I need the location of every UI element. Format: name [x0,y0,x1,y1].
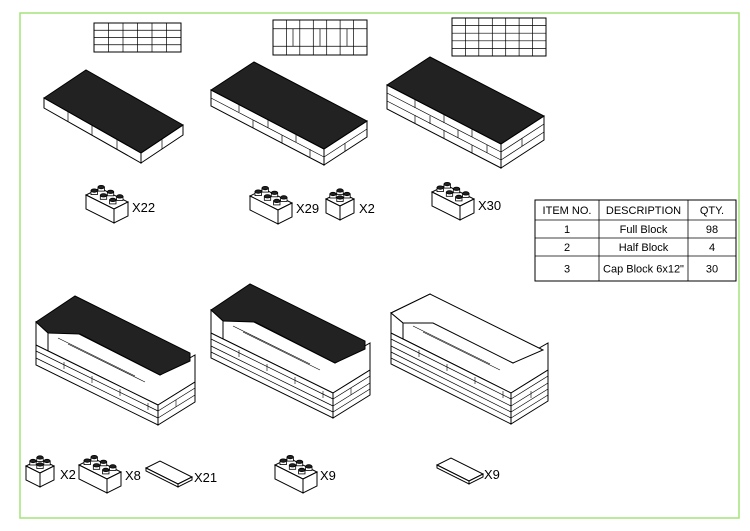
full-block-icon [77,454,123,494]
bom-header-cell: QTY. [700,205,724,217]
bill-of-materials-table: ITEM NO. DESCRIPTION QTY. 1 Full Block 98 2 Hal… [534,199,737,282]
half-block-icon [24,455,56,488]
part-quantity-label: X9 [320,468,336,483]
sheet-border [19,12,740,519]
part-quantity-label: X21 [194,470,217,485]
full-block-icon [273,454,319,494]
bom-cell: Full Block [620,224,668,236]
bom-cell: Cap Block 6x12" [603,264,684,276]
bom-cell: 4 [709,242,715,254]
assembly-step-6 [390,293,549,425]
half-block-icon [324,188,356,221]
bom-cell: 2 [564,242,570,254]
cap-block-icon [435,457,485,485]
full-block-icon [430,182,476,221]
part-quantity-label: X8 [125,468,141,483]
plan-grid-step-2 [272,19,368,56]
assembly-step-2 [210,61,368,166]
plan-grid-step-3 [451,17,547,57]
full-block-icon [84,185,130,224]
assembly-step-1 [43,69,184,164]
bom-header-cell: DESCRIPTION [606,205,681,217]
part-quantity-label: X22 [132,200,155,215]
cap-block-icon [144,460,194,488]
bom-cell: 30 [706,264,718,276]
assembly-step-4 [35,295,196,426]
assembly-step-5 [210,283,371,419]
bom-header-cell: ITEM NO. [543,205,592,217]
bom-cell: 1 [564,224,570,236]
part-quantity-label: X2 [359,201,375,216]
part-quantity-label: X9 [484,467,500,482]
full-block-icon [248,186,294,225]
assembly-step-3 [386,56,545,169]
part-quantity-label: X2 [60,467,76,482]
bom-cell: 3 [564,264,570,276]
part-quantity-label: X30 [478,198,501,213]
bom-cell: Half Block [619,242,669,254]
bom-cell: 98 [706,224,718,236]
part-quantity-label: X29 [296,201,319,216]
plan-grid-step-1 [93,22,182,53]
